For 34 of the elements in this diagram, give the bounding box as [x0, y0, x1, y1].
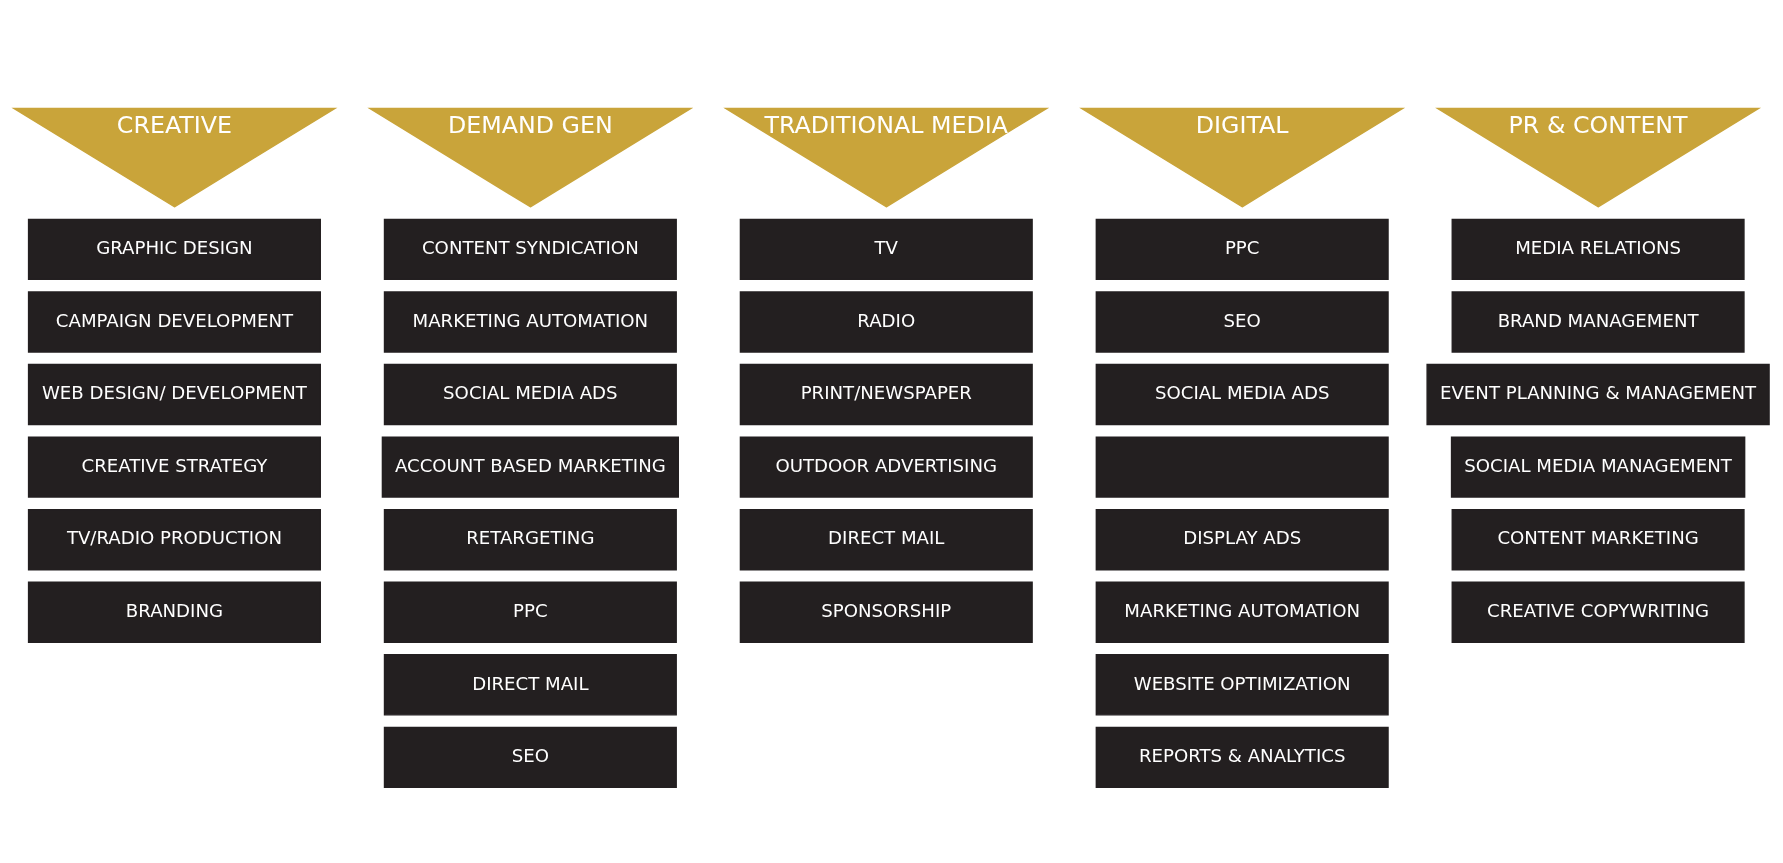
node-box: REPORTS & ANALYTICS — [1095, 726, 1389, 789]
node-box: CAMPAIGN DEVELOPMENT — [27, 291, 321, 353]
node-box: SOCIAL MEDIA MANAGEMENT — [1450, 436, 1746, 498]
node-box — [1095, 436, 1389, 498]
node-box: GRAPHIC DESIGN — [27, 218, 321, 281]
node-box: PRINT/NEWSPAPER — [739, 363, 1033, 426]
node-box: MARKETING AUTOMATION — [383, 291, 677, 353]
node-box: SEO — [1095, 291, 1389, 353]
node-box: MARKETING AUTOMATION — [1095, 581, 1389, 643]
node-box: DIRECT MAIL — [383, 654, 677, 716]
node-box: PPC — [1095, 218, 1389, 281]
node-box: DISPLAY ADS — [1095, 508, 1389, 571]
node-box: SEO — [383, 726, 677, 789]
node-box: CONTENT SYNDICATION — [383, 218, 677, 281]
node-box: SOCIAL MEDIA ADS — [1095, 363, 1389, 426]
node-box: RADIO — [739, 291, 1033, 353]
node-box: SPONSORSHIP — [739, 581, 1033, 643]
node-box: EVENT PLANNING & MANAGEMENT — [1426, 363, 1770, 426]
node-box: TV/RADIO PRODUCTION — [27, 508, 321, 571]
node-box: WEB DESIGN/ DEVELOPMENT — [27, 363, 321, 426]
node-box: BRAND MANAGEMENT — [1451, 291, 1745, 353]
node-box: SOCIAL MEDIA ADS — [383, 363, 677, 426]
node-box: PPC — [383, 581, 677, 643]
node-box: CREATIVE STRATEGY — [27, 436, 321, 498]
node-box: TV — [739, 218, 1033, 281]
node-box: DIRECT MAIL — [739, 508, 1033, 571]
node-box: MEDIA RELATIONS — [1451, 218, 1745, 281]
node-box: CREATIVE COPYWRITING — [1451, 581, 1745, 643]
node-box: BRANDING — [27, 581, 321, 643]
node-box: ACCOUNT BASED MARKETING — [381, 436, 679, 498]
node-box: RETARGETING — [383, 508, 677, 571]
node-box: WEBSITE OPTIMIZATION — [1095, 654, 1389, 716]
node-box: CONTENT MARKETING — [1451, 508, 1745, 571]
node-box: OUTDOOR ADVERTISING — [739, 436, 1033, 498]
